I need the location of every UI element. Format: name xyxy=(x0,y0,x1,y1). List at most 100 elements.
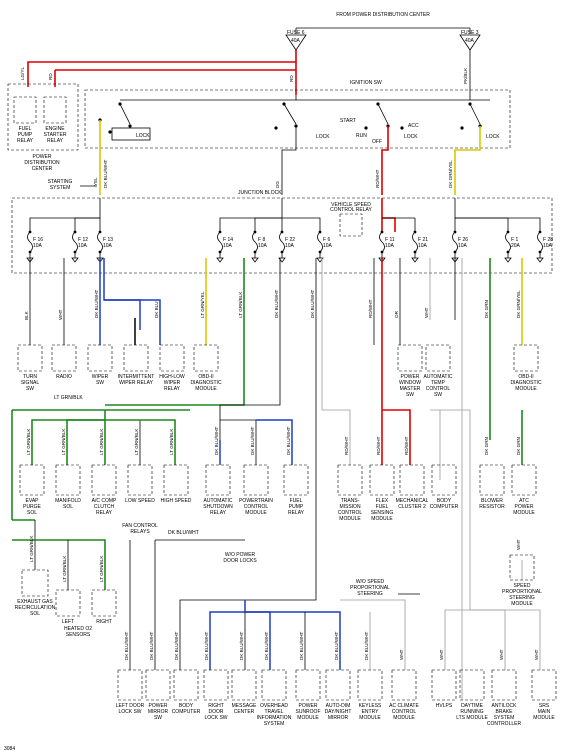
fuse-amp: 10A xyxy=(385,243,395,249)
module-label: DOOR xyxy=(209,709,224,715)
module-label: SOL xyxy=(27,510,37,516)
fuse-label: F 21 xyxy=(418,237,428,243)
fuse-label: F 28 xyxy=(543,237,553,243)
wire-color-label: DK BLU/WHT xyxy=(239,631,244,660)
fuse-label: F 13 xyxy=(103,237,113,243)
module-label: MODULE xyxy=(513,510,535,516)
module-label: MIRROR xyxy=(328,715,349,721)
module-label: MISSION xyxy=(339,504,361,510)
module-label: RESISTOR xyxy=(479,504,505,510)
module-label: FUEL xyxy=(376,504,389,510)
fuse-3-amp: 40A xyxy=(465,38,475,44)
module-label: MODULE xyxy=(371,516,393,522)
module-label: RECIRCULATION xyxy=(15,605,56,611)
wire-color-label: LT GRN/BLK xyxy=(61,428,66,455)
module-label: SYSTEM xyxy=(494,715,515,721)
module-label: RELAY xyxy=(164,386,181,392)
row3-module-1: LEFT xyxy=(55,589,81,625)
wire-color-label: DK GRN/YEL xyxy=(516,290,521,318)
module-label: MANIFOLD xyxy=(55,498,81,504)
svg-text:RUN: RUN xyxy=(356,133,367,139)
fuse-label: F 6 xyxy=(323,237,330,243)
wire-color-label: WHT xyxy=(516,539,521,550)
fuse-label: F 14 xyxy=(223,237,233,243)
module-label: CLUSTER 2 xyxy=(398,504,426,510)
module-label: RUNNING xyxy=(460,709,483,715)
wire-color-label: DK GRN xyxy=(484,300,489,318)
svg-text:RD/WHT: RD/WHT xyxy=(375,169,380,188)
module-label: AC CLIMATE xyxy=(389,703,419,709)
module-label: MODULE xyxy=(533,715,555,721)
svg-text:LOCK: LOCK xyxy=(136,133,150,139)
module-label: RELAY xyxy=(288,510,305,516)
fuse-amp: 10A xyxy=(418,243,428,249)
module-label: RELAY xyxy=(210,510,227,516)
module-label: RIGHT xyxy=(96,619,112,625)
module-label: CENTER xyxy=(234,709,255,715)
module-label: POWER xyxy=(299,703,318,709)
module-label: COMPUTER xyxy=(430,504,459,510)
svg-text:DK BLU/WHT: DK BLU/WHT xyxy=(103,159,108,188)
svg-text:LOCK: LOCK xyxy=(486,134,500,140)
wire-color-label: WHT xyxy=(424,307,429,318)
module-label: WIPER RELAY xyxy=(119,380,153,386)
module-label: POWER xyxy=(149,703,168,709)
module-label: AUTOMATIC xyxy=(204,498,233,504)
wire-color-label: LT GRN/BLK xyxy=(99,555,104,582)
module-label: MODULE xyxy=(245,510,267,516)
fuse-amp: 10A xyxy=(258,243,268,249)
page-code: 3084 xyxy=(4,746,15,752)
wire-rd-1: RD xyxy=(48,73,53,80)
vehicle-speed-control-relay xyxy=(339,213,363,237)
wire-color-label: DK BLU/WHT xyxy=(250,426,255,455)
module-label: OBD-II xyxy=(198,374,213,380)
row3-module-2: RIGHT xyxy=(91,589,117,625)
wire-color-label: OR xyxy=(394,310,399,318)
module-label: LEFT DOOR xyxy=(116,703,145,709)
fuse-label: F 12 xyxy=(78,237,88,243)
lt-grn-blk-bus-label: LT GRN/BLK xyxy=(54,395,83,401)
fuel-pump-relay-top xyxy=(13,96,37,124)
fuse-amp: 10A xyxy=(543,243,553,249)
fuse-amp: 10A xyxy=(323,243,333,249)
wire-color-label: DK BLU/WHT xyxy=(299,631,304,660)
svg-text:LOCK: LOCK xyxy=(316,134,330,140)
module-label: ENTRY xyxy=(362,709,380,715)
module-label: BLOWER xyxy=(481,498,503,504)
wire-color-label: DK BLU/WHT xyxy=(94,289,99,318)
svg-text:DK GRN/YEL: DK GRN/YEL xyxy=(448,160,453,188)
module-label: SW xyxy=(26,386,34,392)
wire-color-label: DK BLU/WHT xyxy=(174,631,179,660)
fuse-amp: 10A xyxy=(103,243,113,249)
row4-module-10: HVLPS xyxy=(431,669,457,709)
fuse-3-icon xyxy=(459,34,481,51)
module-label: DIAGNOSTIC xyxy=(510,380,542,386)
wire-color-label: LT GRN/BLK xyxy=(134,428,139,455)
module-label: MODULE xyxy=(359,715,381,721)
module-label: RIGHT xyxy=(208,703,224,709)
wire-color-label: DK BLU/WHT xyxy=(124,631,129,660)
wire-color-label: DK GRN xyxy=(516,437,521,455)
fuse-3-label: FUSE 3 xyxy=(461,30,479,36)
wire-color-label: RD/WHT xyxy=(368,299,373,318)
module-label: TURN xyxy=(23,374,37,380)
row2-module-4: HIGH SPEED xyxy=(161,464,192,504)
